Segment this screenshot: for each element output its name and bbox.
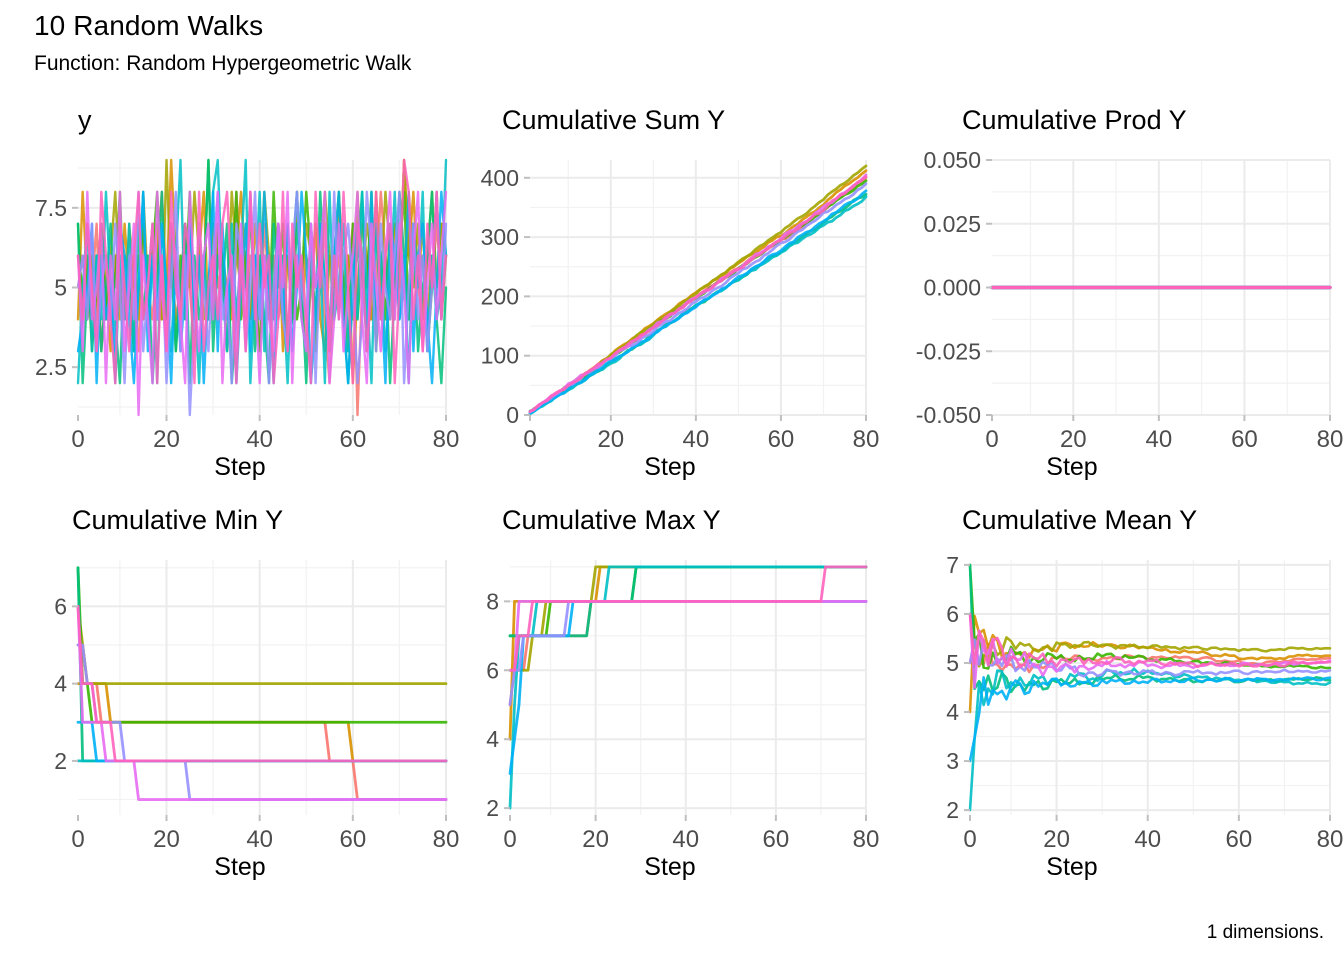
x-tick-label: 0: [985, 426, 998, 453]
x-tick-label: 20: [1060, 426, 1087, 453]
x-tick-label: 20: [1043, 826, 1070, 853]
x-tick-label: 80: [1317, 426, 1344, 453]
x-tick-label: 40: [1146, 426, 1173, 453]
x-tick-label: 60: [768, 426, 795, 453]
x-tick-label: 0: [71, 426, 84, 453]
x-tick-label: 40: [246, 826, 273, 853]
x-tick-label: 80: [853, 426, 880, 453]
facet-panel-cummean: 2 3 4 5 6 7 0 20 40 60 80 Cumulative Mean Y Step: [880, 505, 1344, 905]
axis-x-label: Step: [1046, 853, 1098, 881]
y-tick-label: 7.5: [35, 195, 67, 221]
y-tick-label: 5: [946, 650, 959, 676]
x-tick-label: 0: [963, 826, 976, 853]
x-tick-label: 60: [339, 826, 366, 853]
y-tick-label: 300: [481, 224, 519, 250]
axis-x-label: Step: [214, 853, 266, 881]
y-tick-label: 0.050: [923, 147, 981, 173]
y-tick-label: 4: [54, 671, 67, 697]
x-tick-label: 40: [672, 826, 699, 853]
y-tick-label: 3: [946, 748, 959, 774]
x-tick-label: 40: [246, 426, 273, 453]
series-line: [968, 612, 1332, 668]
y-tick-label: 0.000: [923, 275, 981, 301]
y-tick-label: 200: [481, 283, 519, 309]
y-tick-label: 5: [54, 275, 67, 301]
x-tick-label: 60: [1226, 826, 1253, 853]
page-subtitle: Function: Random Hypergeometric Walk: [34, 52, 412, 75]
facet-title: Cumulative Sum Y: [502, 105, 726, 135]
facet-title: Cumulative Prod Y: [962, 105, 1187, 135]
series-line: [528, 175, 868, 414]
y-tick-label: 8: [486, 588, 499, 614]
x-tick-label: 80: [853, 826, 880, 853]
axis-x-label: Step: [644, 853, 696, 881]
axis-x-label: Step: [214, 453, 266, 481]
y-tick-label: 7: [946, 552, 959, 578]
series-line: [76, 158, 448, 385]
series-line: [528, 189, 868, 415]
x-tick-label: 80: [1317, 826, 1344, 853]
facet-title: Cumulative Max Y: [502, 505, 721, 535]
x-tick-label: 0: [523, 426, 536, 453]
series-line: [968, 612, 1332, 669]
x-tick-label: 40: [1134, 826, 1161, 853]
y-tick-label: 0.025: [923, 211, 981, 237]
y-tick-label: 6: [946, 601, 959, 627]
y-tick-label: 2.5: [35, 354, 67, 380]
x-tick-label: 60: [763, 826, 790, 853]
series-line: [76, 604, 448, 801]
series-line: [76, 604, 448, 763]
facet-title: Cumulative Mean Y: [962, 505, 1198, 535]
x-tick-label: 60: [1231, 426, 1258, 453]
series-line: [968, 637, 1332, 674]
series-line: [76, 604, 448, 686]
facet-title: Cumulative Min Y: [72, 505, 284, 535]
x-tick-label: 80: [433, 426, 460, 453]
x-tick-label: 20: [597, 426, 624, 453]
panel-plot-area: 0 100 200 300 400 0 20 40 60 80: [481, 160, 880, 453]
facet-panel-cumprod: -0.050 -0.025 0.000 0.025 0.050 0 20 40 60 80 Cum…: [880, 105, 1344, 505]
axis-x-label: Step: [1046, 453, 1098, 481]
series-line: [968, 638, 1332, 678]
y-tick-label: 100: [481, 343, 519, 369]
panel-plot-area: 2 3 4 5 6 7 0 20 40 60 80: [946, 552, 1344, 853]
y-tick-label: 2: [946, 797, 959, 823]
y-tick-label: 0: [506, 402, 519, 428]
y-tick-label: 2: [54, 748, 67, 774]
x-tick-label: 80: [433, 826, 460, 853]
x-tick-label: 20: [582, 826, 609, 853]
plot-caption: 1 dimensions.: [1206, 922, 1324, 943]
x-tick-label: 20: [153, 826, 180, 853]
y-tick-label: -0.025: [916, 338, 981, 364]
y-tick-label: 2: [486, 795, 499, 821]
series-line: [76, 566, 448, 724]
panel-plot-area: 2.5 5 7.5 0 20 40 60 80: [35, 158, 460, 453]
facet-title: y: [78, 105, 92, 135]
x-tick-label: 20: [153, 426, 180, 453]
y-tick-label: 400: [481, 165, 519, 191]
axis-x-label: Step: [644, 453, 696, 481]
y-tick-label: -0.050: [916, 402, 981, 428]
page-title: 10 Random Walks: [34, 10, 264, 41]
x-tick-label: 0: [71, 826, 84, 853]
y-tick-label: 4: [486, 726, 499, 752]
facet-panel-y: 2.5 5 7.5 0 20 40 60 80 y Step: [20, 105, 460, 505]
y-tick-label: 6: [54, 593, 67, 619]
series-line: [508, 565, 868, 672]
series-line: [968, 676, 1332, 763]
y-tick-label: 4: [946, 699, 959, 725]
x-tick-label: 60: [339, 426, 366, 453]
y-tick-label: 6: [486, 657, 499, 683]
panel-plot-area: -0.050 -0.025 0.000 0.025 0.050 0 20 40 60 80: [916, 147, 1344, 453]
x-tick-label: 40: [683, 426, 710, 453]
x-tick-label: 0: [503, 826, 516, 853]
